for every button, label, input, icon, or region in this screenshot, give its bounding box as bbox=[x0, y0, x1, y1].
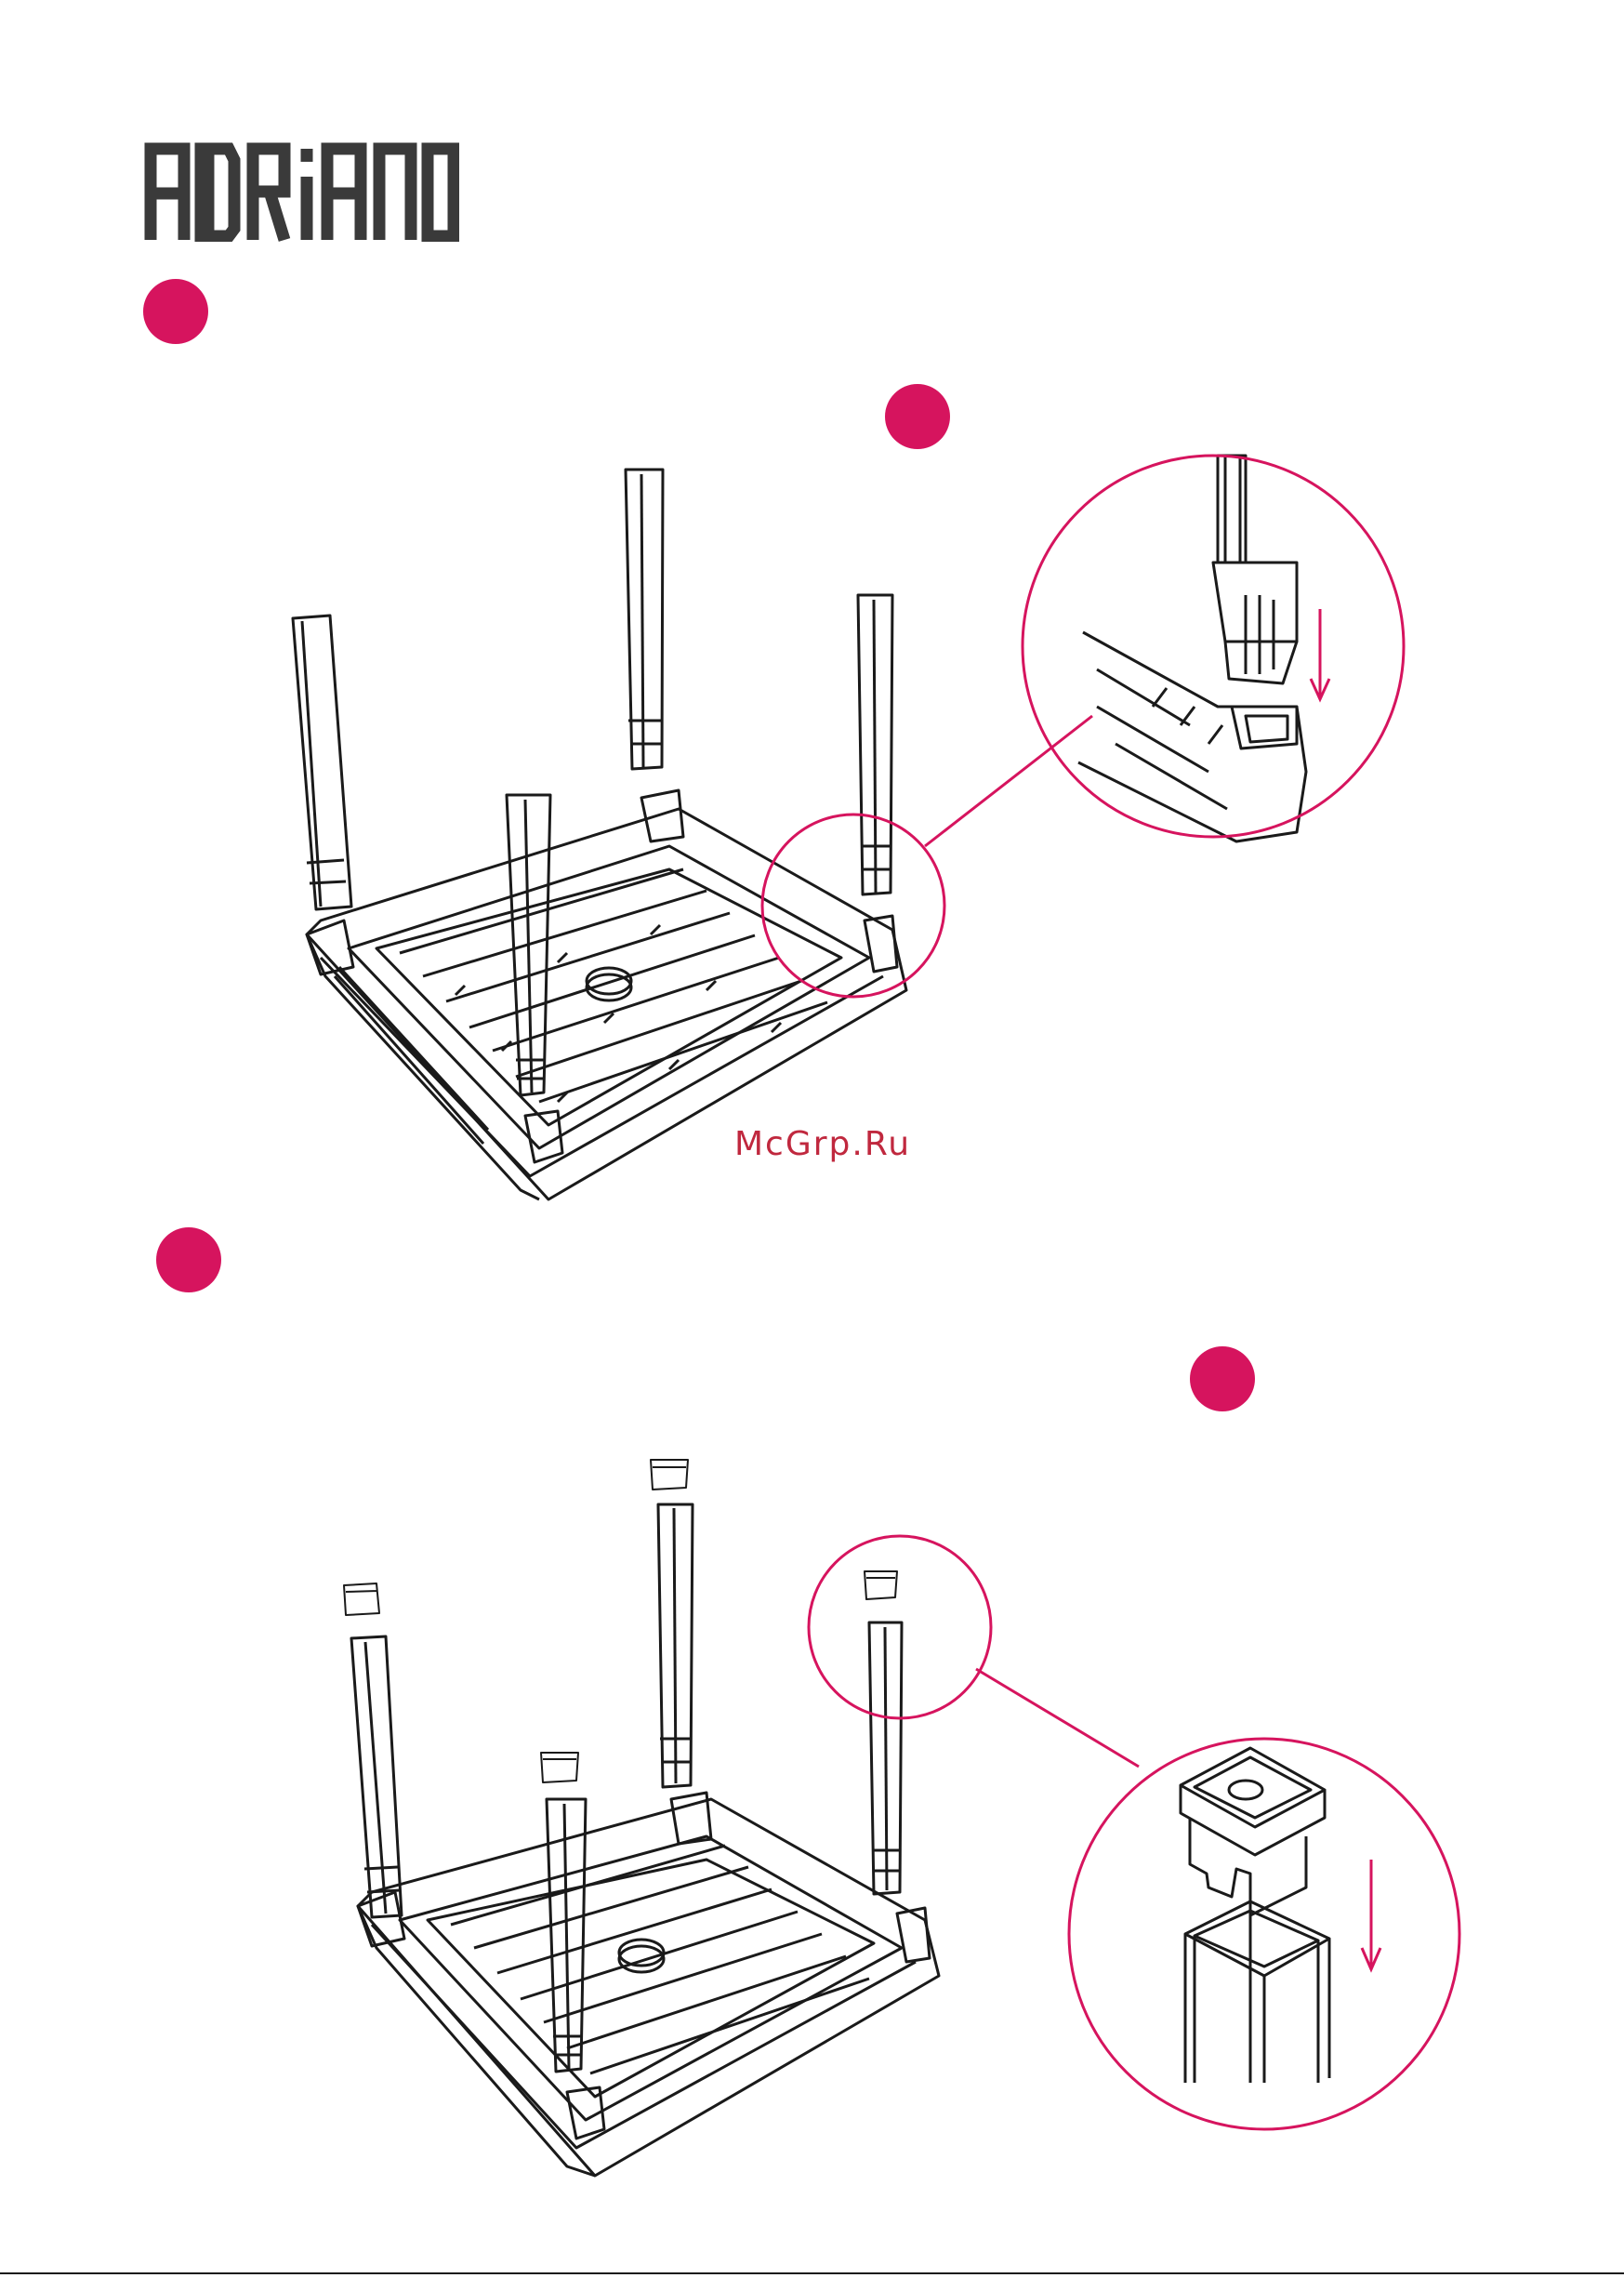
table-leg-7 bbox=[869, 1622, 902, 1894]
table-leg-1 bbox=[293, 616, 351, 909]
table-leg-4 bbox=[507, 795, 550, 1095]
detail-callout-leg-insert bbox=[1078, 456, 1306, 841]
callout-leader-line bbox=[925, 716, 1092, 846]
table-top-upside-down-2 bbox=[358, 1793, 939, 2176]
detail-callout-cap bbox=[1181, 1748, 1329, 2083]
down-arrow-icon bbox=[1311, 609, 1329, 699]
watermark-text: McGrp.Ru bbox=[734, 1125, 911, 1163]
table-leg-5 bbox=[351, 1636, 402, 1917]
table-leg-3 bbox=[858, 595, 892, 894]
leg-cap-small bbox=[344, 1460, 897, 1782]
zoom-circle-leg-socket bbox=[762, 815, 944, 997]
down-arrow-icon bbox=[1362, 1860, 1380, 1969]
table-leg-2 bbox=[626, 470, 663, 769]
bottom-rule bbox=[0, 2272, 1624, 2274]
table-leg-6 bbox=[658, 1504, 693, 1787]
callout-leader-line bbox=[976, 1669, 1139, 1767]
table-leg-8 bbox=[547, 1799, 586, 2072]
detail-zoom-circle-1 bbox=[1023, 456, 1404, 837]
